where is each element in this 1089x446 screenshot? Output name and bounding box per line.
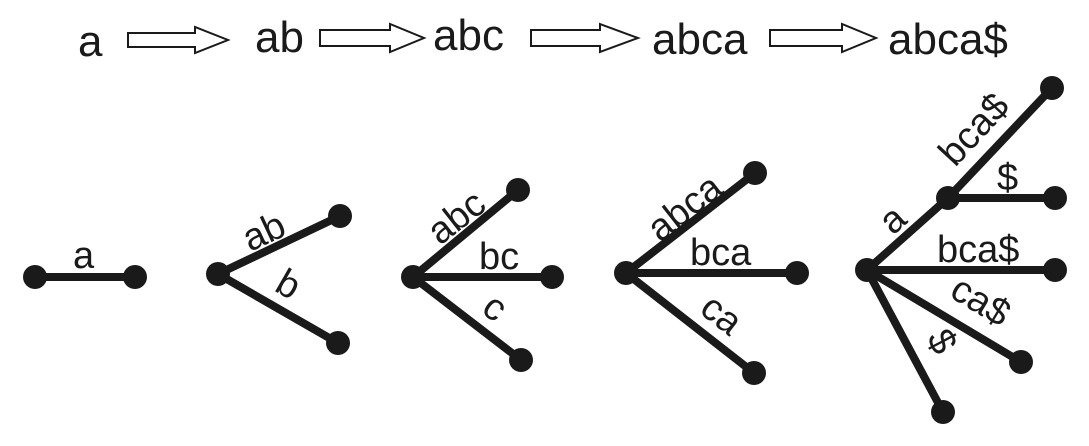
edge-label: b [269,261,308,308]
tree-edge [214,270,342,347]
transition-arrow-icon [127,25,231,55]
edge-label: bca$ [937,229,1019,271]
sequence-step-1: a [78,17,103,66]
tree-node [742,361,766,385]
sequence-step-5: abca$ [888,15,1008,64]
tree-node [1009,350,1033,374]
tree-node [509,348,533,372]
tree-edge [409,186,522,281]
tree-edge [863,266,1025,366]
tree-edge [214,212,344,278]
tree-node [506,178,530,202]
tree-node [540,265,564,289]
tree-node [1043,186,1067,210]
edge-label: a [73,235,95,277]
tree-edge [863,266,947,416]
transition-arrow-icon [769,22,879,54]
tree-edge [944,84,1056,202]
edge-label: ab [236,204,292,260]
tree-node [614,261,638,285]
edge-label: $ [918,323,965,361]
transition-arrow-icon [319,22,427,54]
tree-node [206,262,230,286]
tree-node [401,265,425,289]
tree-node [23,265,47,289]
tree-edge [409,273,525,364]
suffix-tree-1: a [23,235,147,289]
sequence-step-3: abc [433,11,504,60]
tree-node [785,261,809,285]
suffix-tree-3: abc bc c [401,178,564,372]
edge-label: bc [479,236,519,278]
tree-node [1043,258,1067,282]
tree-node [123,265,147,289]
transition-arrow-icon [530,22,641,54]
suffix-tree-5: a bca$ $ bca$ ca$ $ [855,76,1067,424]
tree-node [1040,76,1064,100]
edge-label: c [475,285,515,330]
sequence-step-4: abca [652,15,748,64]
suffix-tree-4: abca bca ca [614,161,809,385]
sequence-step-2: ab [255,13,304,62]
edge-label: $ [997,157,1018,199]
tree-node [328,204,352,228]
edge-label: bca [690,232,752,274]
tree-edge [863,194,952,274]
tree-node [326,331,350,355]
string-sequence: a ab abc abca abca$ [78,11,1008,66]
tree-node [936,186,960,210]
tree-edge [622,269,758,377]
tree-node [743,161,767,185]
tree-edge [622,169,759,277]
tree-node [931,400,955,424]
suffix-tree-2: ab b [206,204,352,355]
tree-node [855,258,879,282]
